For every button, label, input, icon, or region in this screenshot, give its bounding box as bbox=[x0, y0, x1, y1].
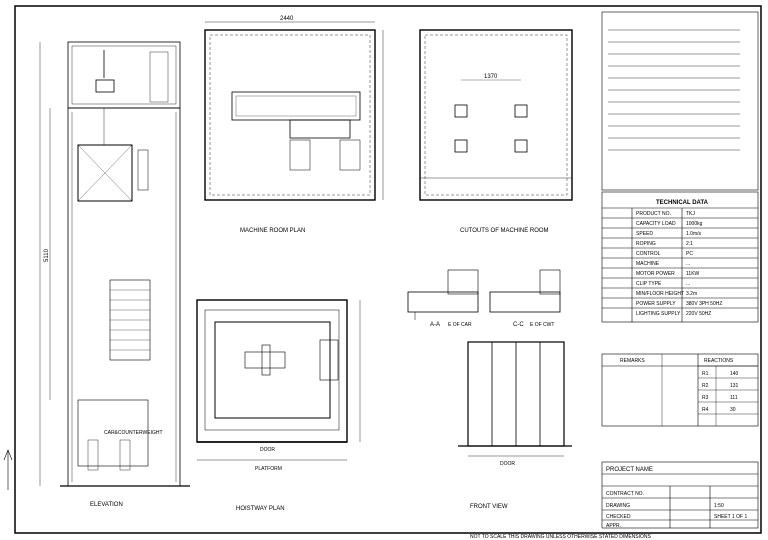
machine-room-caption: MACHINE ROOM PLAN bbox=[240, 228, 305, 234]
title-checked: CHECKED bbox=[606, 514, 631, 520]
title-block bbox=[601, 461, 759, 529]
machine-room-dim-top: 2440 bbox=[280, 16, 294, 22]
title-scale: 1:50 bbox=[714, 503, 724, 509]
section-aa-label: E OF CAR bbox=[448, 322, 472, 328]
drawing-border bbox=[14, 5, 762, 534]
footnote: NOT TO SCALE THIS DRAWING UNLESS OTHERWI… bbox=[470, 534, 652, 540]
tech-row-value: 11KW bbox=[686, 271, 700, 277]
tech-data-rows: PRODUCT NO. TKJ CAPACITY LOAD 1000kg SPE… bbox=[636, 211, 722, 317]
tech-row-value: 1.0m/s bbox=[686, 231, 702, 237]
reaction-label: R1 bbox=[702, 371, 709, 377]
tech-row-key: POWER SUPPLY bbox=[636, 301, 676, 307]
tech-row-value: PC bbox=[686, 251, 693, 257]
tech-row-key: MIN/FLOOR HEIGHT bbox=[636, 291, 684, 297]
notes-panel bbox=[601, 11, 759, 191]
hoistway-platform-label: PLATFORM bbox=[255, 466, 282, 472]
sections-view bbox=[407, 269, 561, 320]
reaction-label: R4 bbox=[702, 407, 709, 413]
tech-row-value: 380V 3PH 50HZ bbox=[686, 301, 722, 307]
hoistway-caption: HOISTWAY PLAN bbox=[236, 506, 285, 512]
reactions-header-right: REACTIONS bbox=[704, 358, 734, 364]
reaction-label: R2 bbox=[702, 383, 709, 389]
reaction-value: 131 bbox=[730, 383, 739, 389]
section-cc-label: E OF CWT bbox=[530, 322, 554, 328]
front-view-caption: FRONT VIEW bbox=[470, 504, 508, 510]
reaction-value: 140 bbox=[730, 371, 739, 377]
section-cc-caption: C-C bbox=[513, 322, 524, 328]
tech-row-key: CLIP TYPE bbox=[636, 281, 662, 287]
title-sheet: SHEET 1 OF 1 bbox=[714, 514, 747, 520]
hoistway-plan bbox=[196, 299, 361, 461]
tech-row-key: CAPACITY LOAD bbox=[636, 221, 676, 227]
elevation-rise-label: 5110 bbox=[44, 248, 50, 262]
reaction-value: 111 bbox=[730, 395, 738, 401]
reactions-rows: R1 140 R2 131 R3 111 R4 30 bbox=[702, 371, 739, 413]
technical-data-table bbox=[601, 191, 759, 323]
tech-row-value: ... bbox=[686, 261, 690, 267]
title-contract: CONTRACT NO. bbox=[606, 491, 644, 497]
tech-row-key: PRODUCT NO. bbox=[636, 211, 671, 217]
tech-data-title: TECHNICAL DATA bbox=[656, 200, 709, 206]
front-view-door-label: DOOR bbox=[500, 461, 515, 467]
hoistway-door-label: DOOR bbox=[260, 447, 275, 453]
front-view bbox=[458, 341, 572, 457]
cutouts-caption: CUTOUTS OF MACHINE ROOM bbox=[460, 228, 549, 234]
tech-row-value: 2:1 bbox=[686, 241, 693, 247]
section-aa-caption: A-A bbox=[430, 322, 440, 328]
tech-row-key: MACHINE bbox=[636, 261, 660, 267]
elevation-caption: ELEVATION bbox=[90, 502, 123, 508]
tech-row-value: TKJ bbox=[686, 211, 695, 217]
tech-row-value: ... bbox=[686, 281, 690, 287]
tech-row-key: SPEED bbox=[636, 231, 653, 237]
cutouts-dim-a: 1370 bbox=[484, 74, 498, 80]
reaction-label: R3 bbox=[702, 395, 709, 401]
elevation-counterweight-label: CAR&COUNTERWEIGHT bbox=[104, 430, 163, 436]
reactions-table bbox=[601, 353, 759, 427]
tech-row-key: MOTOR POWER bbox=[636, 271, 675, 277]
tech-row-key: CONTROL bbox=[636, 251, 661, 257]
tech-row-value: 1000kg bbox=[686, 221, 703, 227]
machine-room-plan bbox=[204, 21, 384, 201]
tech-row-key: LIGHTING SUPPLY bbox=[636, 311, 681, 317]
title-drawn: DRAWING bbox=[606, 503, 630, 509]
tech-row-key: ROPING bbox=[636, 241, 656, 247]
reaction-value: 30 bbox=[730, 407, 736, 413]
cutouts-view bbox=[419, 29, 573, 201]
title-approved: APPR. bbox=[606, 523, 621, 529]
reactions-header-left: REMARKS bbox=[620, 358, 645, 364]
elevation-view bbox=[39, 41, 190, 487]
axis-marker bbox=[3, 449, 13, 490]
title-project: PROJECT NAME bbox=[606, 467, 653, 473]
tech-row-value: 220V 50HZ bbox=[686, 311, 711, 317]
tech-row-value: 3.2m bbox=[686, 291, 697, 297]
